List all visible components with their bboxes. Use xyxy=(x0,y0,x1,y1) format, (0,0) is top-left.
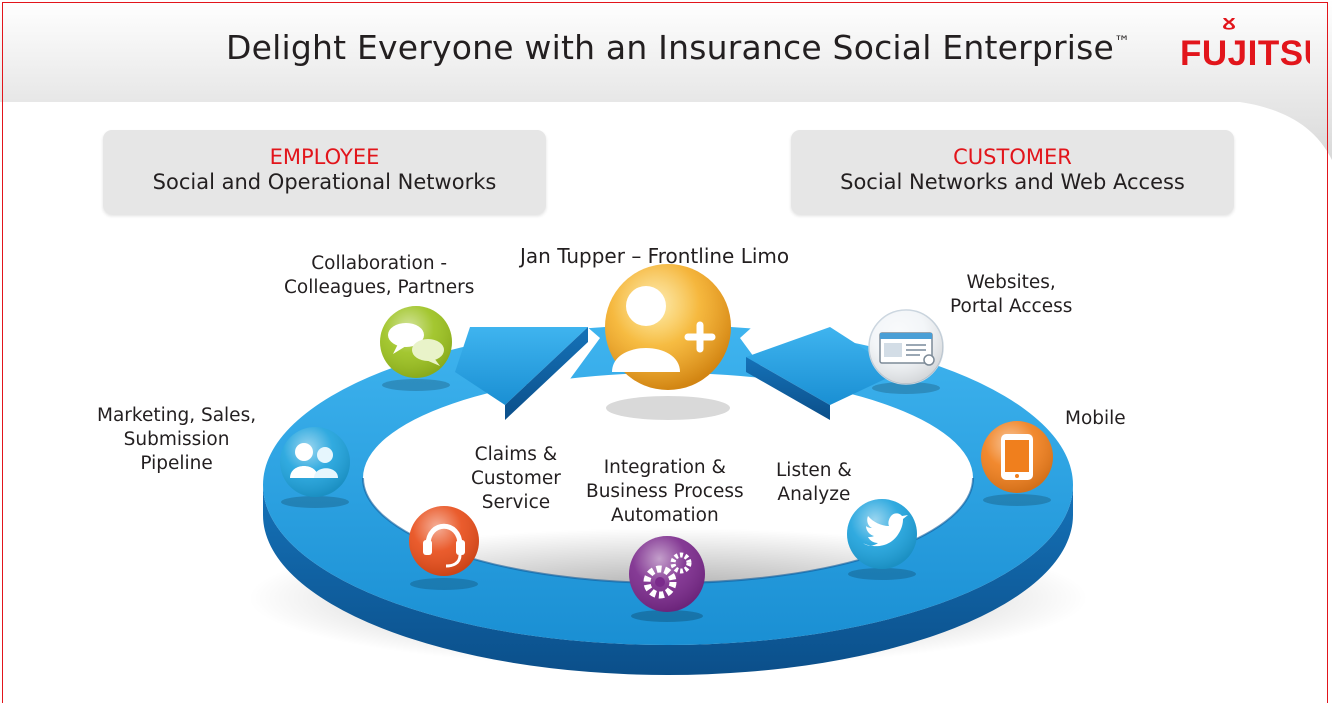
headset-icon xyxy=(409,506,479,590)
trademark-mark: ™ xyxy=(1114,32,1131,51)
label-claims: Claims & Customer Service xyxy=(471,443,561,515)
right-arrow-side xyxy=(746,357,830,420)
label-websites: Websites, Portal Access xyxy=(950,271,1072,319)
left-arrow-side xyxy=(505,327,588,420)
center-person-label: Jan Tupper – Frontline Limo xyxy=(520,244,790,268)
label-line: Collaboration - xyxy=(311,253,448,274)
bird-icon xyxy=(847,499,917,580)
label-line: Colleagues, Partners xyxy=(284,277,475,298)
people-icon xyxy=(280,427,350,508)
label-marketing: Marketing, Sales, Submission Pipeline xyxy=(97,404,256,476)
mobile-phone-icon xyxy=(981,421,1053,506)
label-line: Customer xyxy=(471,468,561,489)
title-text: Delight Everyone with an Insurance Socia… xyxy=(226,28,1115,67)
employee-heading: EMPLOYEE xyxy=(269,145,380,169)
customer-box: CUSTOMER Social Networks and Web Access xyxy=(791,130,1234,214)
customer-subheading: Social Networks and Web Access xyxy=(840,170,1185,194)
label-mobile: Mobile xyxy=(1065,407,1126,431)
label-collaboration: Collaboration - Colleagues, Partners xyxy=(284,252,474,300)
label-line: Pipeline xyxy=(140,453,213,474)
label-line: Listen & xyxy=(776,460,852,481)
label-listen: Listen & Analyze xyxy=(776,459,852,507)
right-arrow-tip xyxy=(746,327,900,405)
browser-window-icon xyxy=(868,309,944,394)
page-title: Delight Everyone with an Insurance Socia… xyxy=(226,28,1130,67)
label-line: Integration & xyxy=(603,457,726,478)
label-line: Business Process xyxy=(586,481,744,502)
label-line: Websites, xyxy=(966,272,1056,293)
label-line: Portal Access xyxy=(950,296,1073,317)
label-line: Automation xyxy=(610,505,719,526)
label-integration: Integration & Business Process Automatio… xyxy=(586,456,744,528)
add-user-icon xyxy=(605,264,731,390)
svg-text:FUJITSU: FUJITSU xyxy=(1180,34,1310,73)
label-line: Mobile xyxy=(1065,408,1126,429)
employee-box: EMPLOYEE Social and Operational Networks xyxy=(103,130,546,214)
label-line: Marketing, Sales, xyxy=(97,405,257,426)
person-shadow xyxy=(606,396,730,420)
chat-bubbles-icon xyxy=(380,306,452,391)
label-line: Analyze xyxy=(777,484,851,505)
label-line: Submission xyxy=(123,429,230,450)
left-arrow-tip xyxy=(455,327,588,405)
employee-subheading: Social and Operational Networks xyxy=(152,170,497,194)
gears-icon xyxy=(629,536,705,622)
fujitsu-logo: FUJITSU xyxy=(1180,18,1310,73)
label-line: Service xyxy=(481,492,551,513)
header-background xyxy=(0,0,1332,160)
label-line: Claims & xyxy=(474,444,558,465)
customer-heading: CUSTOMER xyxy=(953,145,1072,169)
